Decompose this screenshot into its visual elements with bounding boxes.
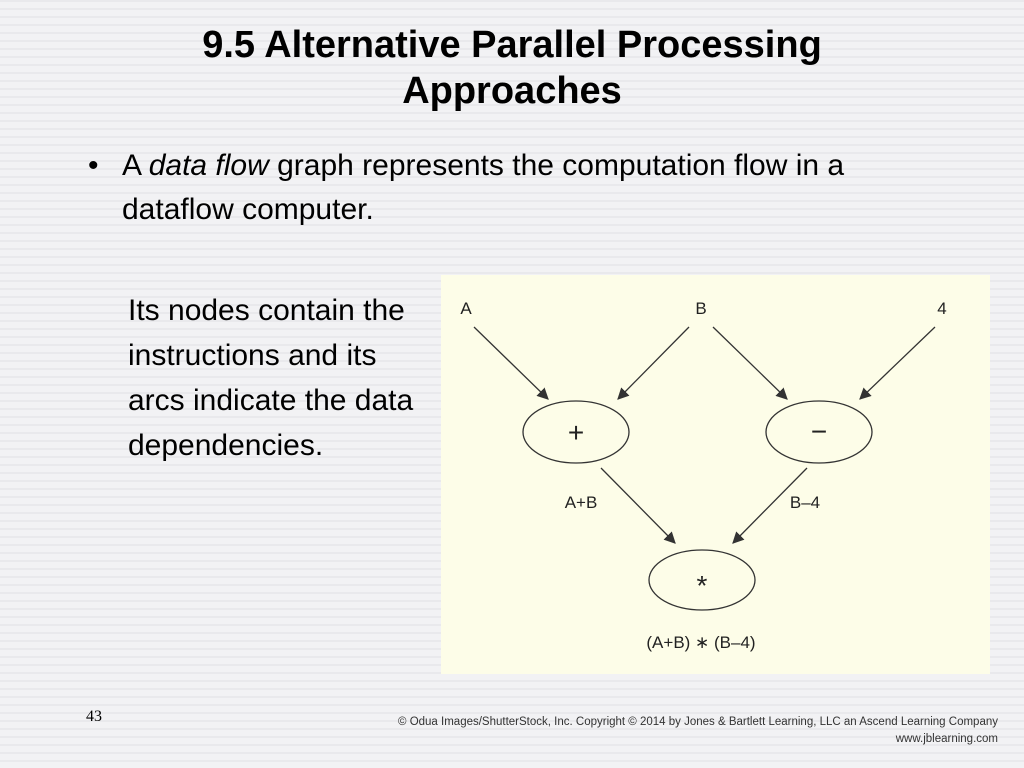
input-4-label: 4 [937, 299, 946, 318]
arc-b-to-minus [712, 326, 788, 400]
plus-operator: + [568, 417, 584, 448]
arc-plus-to-times [600, 467, 676, 544]
times-operator: * [697, 570, 708, 601]
slide-title: 9.5 Alternative Parallel Processing Appr… [202, 24, 822, 112]
arc-4-to-minus [859, 326, 936, 400]
bullet-emphasis: data flow [148, 149, 269, 182]
side-description: Its nodes contain the instructions and i… [128, 294, 414, 462]
copyright-text: © Odua Images/ShutterStock, Inc. Copyrig… [398, 716, 998, 728]
input-a-label: A [460, 299, 472, 318]
diff-edge-label: B–4 [790, 493, 820, 512]
input-b-label: B [695, 299, 706, 318]
publisher-website: www.jblearning.com [895, 733, 998, 745]
bullet-rest: graph represents the computation flow in… [122, 149, 845, 226]
minus-operator: − [811, 416, 827, 447]
times-node [648, 549, 756, 611]
copyright-footer: © Odua Images/ShutterStock, Inc. Copyrig… [398, 714, 998, 748]
diagram-canvas: A B 4 + − * A+B B–4 (A+B) ∗ (B–4) [460, 299, 946, 652]
bullet-text: A data flow graph represents the computa… [122, 144, 908, 232]
bullet-marker: • [88, 149, 99, 182]
bullet-lead: A [122, 149, 149, 182]
data-flow-diagram: A B 4 + − * A+B B–4 (A+B) ∗ (B–4) [441, 275, 990, 674]
minus-node [765, 400, 873, 464]
page-number: 43 [86, 708, 102, 725]
bullet-point: • A data flow graph represents the compu… [88, 144, 908, 232]
arc-a-to-plus [473, 326, 549, 400]
arc-b-to-plus [617, 326, 690, 400]
plus-node [522, 400, 630, 464]
sum-edge-label: A+B [565, 493, 598, 512]
result-label: (A+B) ∗ (B–4) [646, 633, 755, 652]
arc-minus-to-times [732, 467, 808, 544]
